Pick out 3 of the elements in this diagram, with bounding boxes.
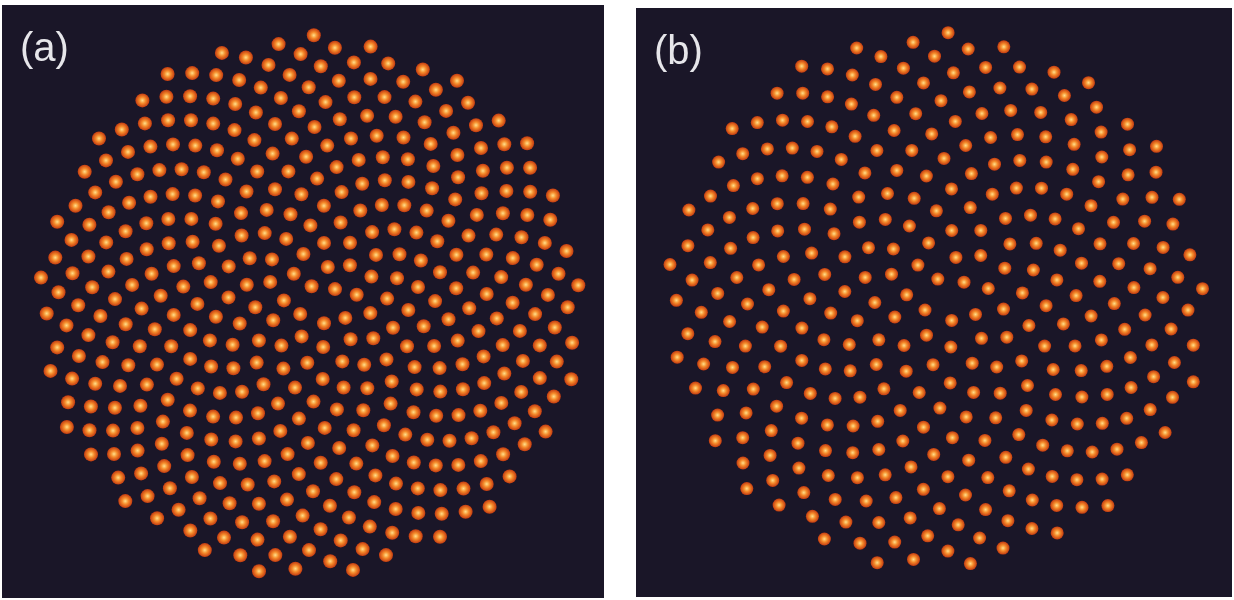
panel-label: (b)	[654, 28, 703, 72]
image-panel	[636, 8, 1232, 597]
panel-label: (a)	[20, 25, 69, 69]
